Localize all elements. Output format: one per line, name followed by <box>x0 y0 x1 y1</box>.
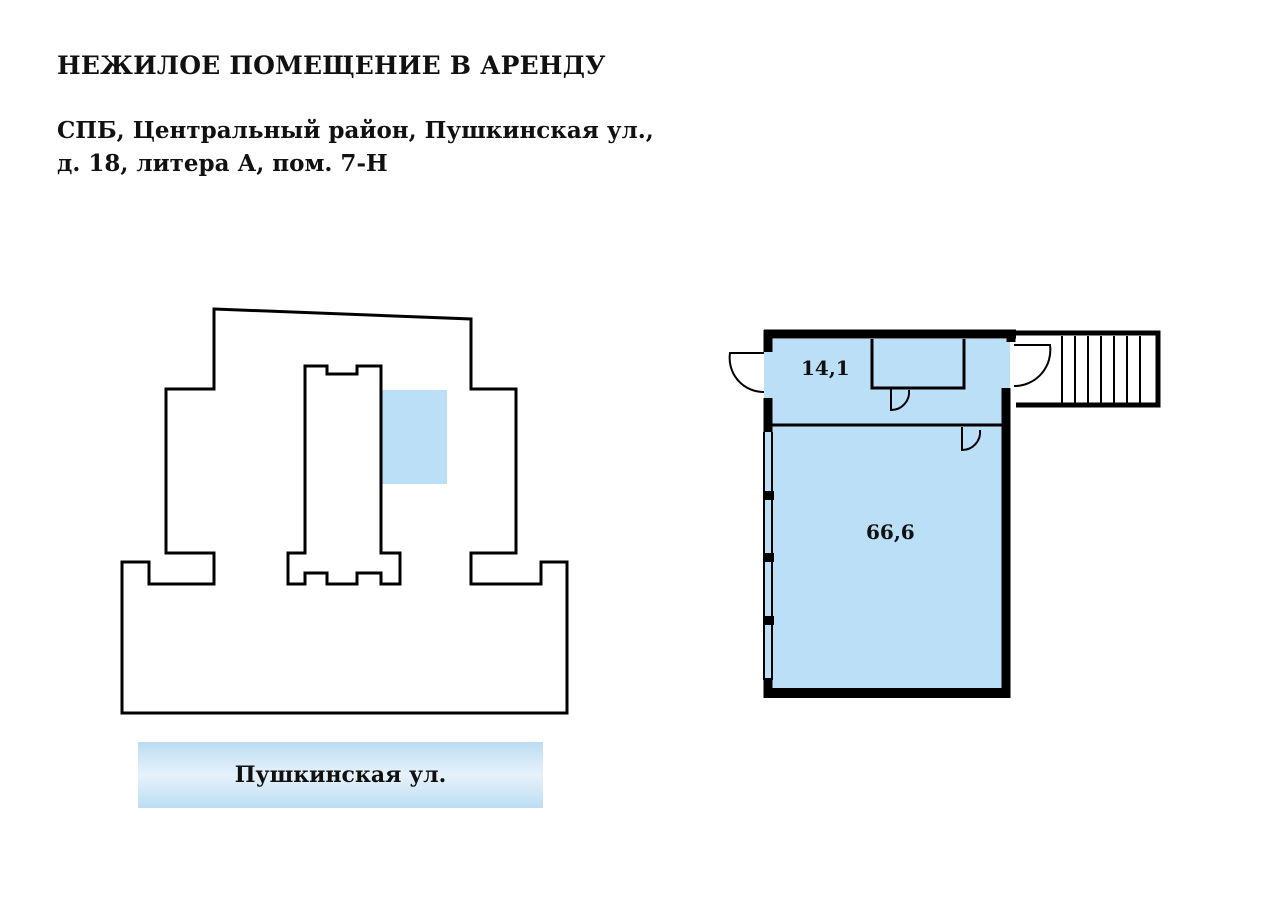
address-line-2: д. 18, литера А, пом. 7-Н <box>57 150 388 177</box>
address-line-1: СПБ, Центральный район, Пушкинская ул., <box>57 117 654 144</box>
street-label: Пушкинская ул. <box>138 742 543 808</box>
closet-outline <box>870 339 966 390</box>
room-small-fill <box>764 339 1010 425</box>
closet-door <box>890 388 911 412</box>
room-area-small: 14,1 <box>801 356 850 380</box>
entrance-door-right <box>1013 344 1052 388</box>
address-block: СПБ, Центральный район, Пушкинская ул., … <box>57 114 654 180</box>
page-title: НЕЖИЛОЕ ПОМЕЩЕНИЕ В АРЕНДУ <box>57 51 606 80</box>
floor-plan: 14,1 66,6 <box>728 329 1161 698</box>
courtyard-outline <box>286 364 402 586</box>
site-plan <box>120 307 569 715</box>
staircase-outline <box>1016 330 1161 408</box>
building-outline <box>120 307 569 715</box>
room-area-large: 66,6 <box>866 520 915 544</box>
street-name: Пушкинская ул. <box>234 762 447 788</box>
interior-door <box>961 427 982 452</box>
window-mullions <box>763 491 774 625</box>
entrance-door-left <box>728 352 765 394</box>
staircase-treads <box>1061 336 1141 403</box>
room-large-fill <box>764 425 1002 693</box>
highlighted-premises <box>381 390 447 484</box>
